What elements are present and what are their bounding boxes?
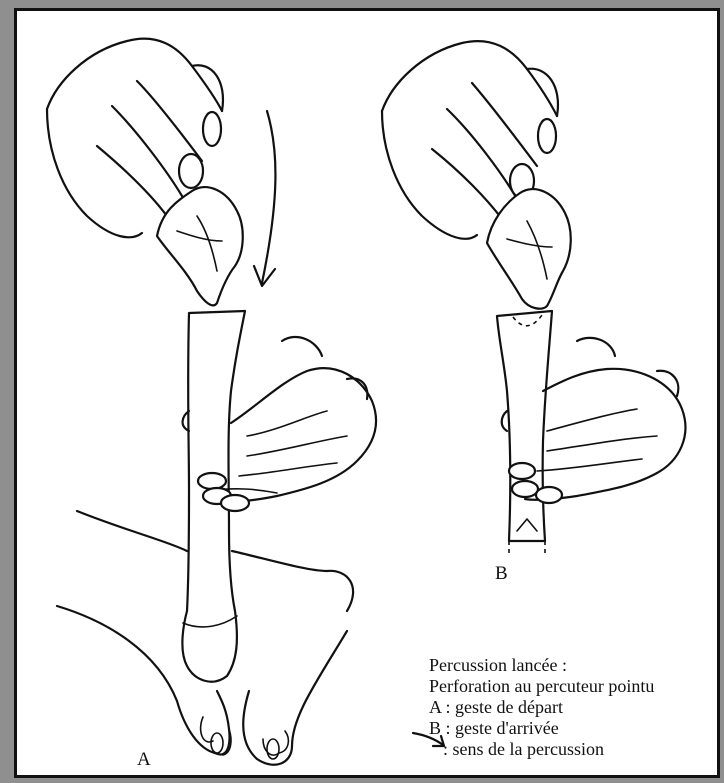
legend-line-a: A : geste de départ bbox=[429, 697, 724, 718]
bone-b bbox=[497, 311, 552, 556]
legend-arrow-text: : sens de la percussion bbox=[443, 739, 604, 759]
legend-line-perforation: Perforation au percuteur pointu bbox=[429, 676, 724, 697]
curved-arrow-icon bbox=[254, 111, 275, 286]
figure-b bbox=[382, 41, 685, 556]
legend: Percussion lancée : Perforation au percu… bbox=[429, 655, 724, 760]
legend-line-b: B : geste d'arrivée bbox=[429, 718, 724, 739]
legend-line-arrow: : sens de la percussion bbox=[429, 739, 724, 760]
striking-hand-a bbox=[47, 39, 243, 306]
label-b: B bbox=[495, 563, 508, 585]
legend-title: Percussion lancée : bbox=[429, 655, 724, 676]
striking-hand-b bbox=[382, 41, 571, 309]
figure-a bbox=[47, 39, 376, 765]
figure-panel: A B Percussion lancée : Perforation au p… bbox=[14, 8, 720, 778]
label-a: A bbox=[137, 749, 151, 771]
